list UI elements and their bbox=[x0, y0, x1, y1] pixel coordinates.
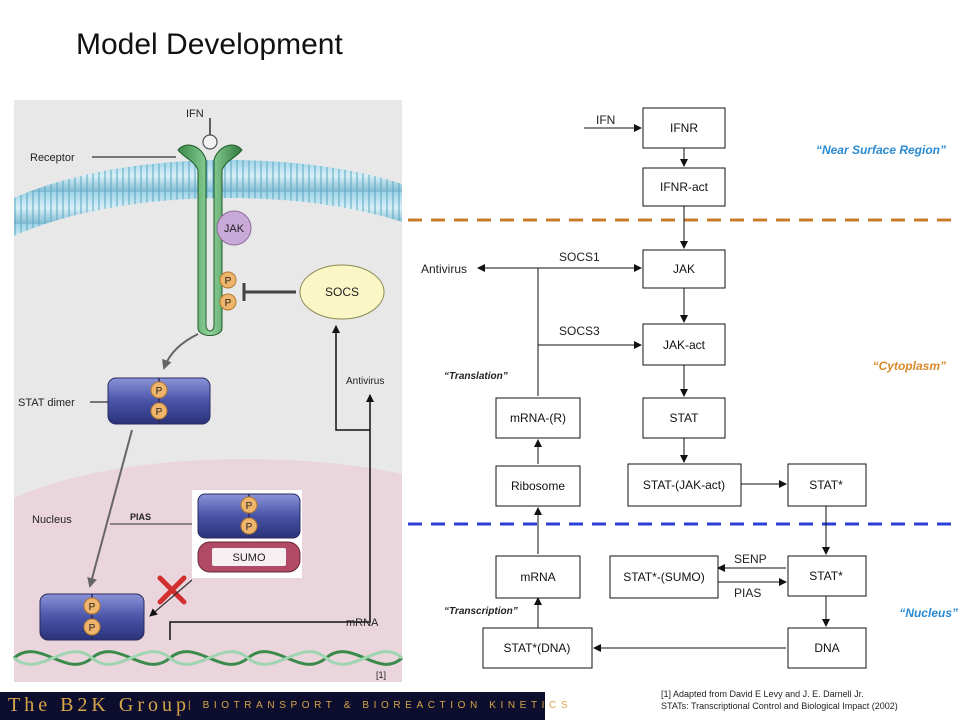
translation-label: “Translation” bbox=[444, 371, 508, 382]
p-label: P bbox=[246, 522, 253, 533]
footer-group-name: The B2K Group bbox=[8, 694, 190, 716]
bio-nucleus-label: Nucleus bbox=[32, 514, 72, 526]
flow-antivirus-label: Antivirus bbox=[421, 262, 467, 276]
activation-arrow bbox=[162, 333, 199, 370]
node-ifnr-label: IFNR bbox=[670, 121, 698, 135]
node-jak-label: JAK bbox=[673, 262, 695, 276]
sumo-block-arrow bbox=[149, 579, 193, 617]
bio-ifn-label: IFN bbox=[186, 108, 204, 120]
bio-receptor-label: Receptor bbox=[30, 152, 75, 164]
bio-jak-label: JAK bbox=[224, 223, 245, 235]
jak-circle bbox=[216, 210, 252, 246]
reference-line-2: STATs: Transcriptional Control and Biolo… bbox=[661, 701, 898, 711]
phosphate-icon bbox=[219, 293, 237, 311]
footer-subtitle: | BIOTRANSPORT & BIOREACTION KINETICS bbox=[188, 700, 573, 711]
node-stat-jak-act: STAT-(JAK-act) bbox=[627, 463, 742, 507]
node-jak-act-label: JAK-act bbox=[663, 338, 706, 352]
bio-sumo-label: SUMO bbox=[233, 552, 266, 564]
bio-stat-dimer-label: STAT dimer bbox=[18, 397, 75, 409]
node-stat-sumo-label: STAT*-(SUMO) bbox=[623, 570, 705, 584]
node-stat-star-cyto-label: STAT* bbox=[809, 478, 843, 492]
phosphate-icon bbox=[219, 271, 237, 289]
antivirus-to-socs-line bbox=[332, 325, 370, 431]
node-ifnr-act-label: IFNR-act bbox=[660, 180, 709, 194]
cytoplasm-label: “Cytoplasm” bbox=[873, 359, 946, 373]
node-jak: JAK bbox=[642, 249, 726, 289]
p-label: P bbox=[156, 407, 163, 418]
bio-illustration: IFN Receptor JAK P P SOCS P P STAT dimer… bbox=[13, 100, 404, 682]
phosphate-icon bbox=[240, 496, 258, 514]
node-mrna-r-label: mRNA-(R) bbox=[510, 411, 566, 425]
nucleus-label: “Nucleus” bbox=[899, 606, 958, 620]
bio-socs-label: SOCS bbox=[325, 285, 359, 299]
node-stat-star-nuc: STAT* bbox=[787, 555, 867, 597]
dna-strand bbox=[13, 650, 404, 666]
p-label: P bbox=[156, 386, 163, 397]
node-mrna-r: mRNA-(R) bbox=[495, 397, 581, 439]
node-mrna-label: mRNA bbox=[520, 570, 555, 584]
sumo-label-bg bbox=[212, 548, 286, 566]
transcription-label: “Transcription” bbox=[444, 606, 518, 617]
receptor-shape bbox=[177, 144, 243, 336]
near-surface-label: “Near Surface Region” bbox=[816, 143, 946, 157]
senp-label: SENP bbox=[734, 552, 767, 566]
node-stat-dna: STAT*(DNA) bbox=[482, 627, 593, 669]
footer-bar: The B2K Group | BIOTRANSPORT & BIOREACTI… bbox=[0, 692, 568, 720]
bio-pias-label: PIAS bbox=[130, 512, 151, 522]
socs-ellipse bbox=[299, 264, 385, 320]
translocation-arrow bbox=[87, 429, 133, 588]
node-ribosome: Ribosome bbox=[495, 465, 581, 507]
node-mrna: mRNA bbox=[495, 555, 581, 599]
phosphate-icon bbox=[240, 517, 258, 535]
phosphate-icon bbox=[83, 597, 101, 615]
p-label: P bbox=[89, 602, 96, 613]
node-ifnr: IFNR bbox=[642, 107, 726, 149]
node-dna: DNA bbox=[787, 627, 867, 669]
node-stat-dna-label: STAT*(DNA) bbox=[504, 641, 571, 655]
reference-line-1: [1] Adapted from David E Levy and J. E. … bbox=[661, 689, 864, 699]
node-ifnr-act: IFNR-act bbox=[642, 167, 726, 207]
bio-antivirus-label: Antivirus bbox=[346, 376, 384, 387]
block-x-icon bbox=[157, 575, 187, 605]
phosphate-icon bbox=[83, 618, 101, 636]
ifn-ligand bbox=[202, 134, 218, 150]
socs1-label: SOCS1 bbox=[559, 250, 600, 264]
page-title: Model Development bbox=[76, 28, 343, 61]
node-stat-label: STAT bbox=[670, 411, 700, 425]
node-dna-label: DNA bbox=[814, 641, 839, 655]
phosphate-icon bbox=[150, 381, 168, 399]
node-stat-sumo: STAT*-(SUMO) bbox=[609, 555, 719, 599]
socs3-label: SOCS3 bbox=[559, 324, 600, 338]
p-label: P bbox=[225, 298, 232, 309]
node-stat-star-nuc-label: STAT* bbox=[809, 569, 843, 583]
flow-ifn-label: IFN bbox=[596, 113, 615, 127]
mrna-to-antivirus-line bbox=[169, 394, 374, 640]
flow-pias-label: PIAS bbox=[734, 586, 761, 600]
p-label: P bbox=[246, 501, 253, 512]
node-stat-star-cyto: STAT* bbox=[787, 463, 867, 507]
node-jak-act: JAK-act bbox=[642, 323, 726, 366]
node-stat-jak-act-label: STAT-(JAK-act) bbox=[643, 478, 725, 492]
node-stat: STAT bbox=[642, 397, 726, 439]
bio-mrna-label: mRNA bbox=[346, 617, 379, 629]
cell-membrane bbox=[14, 160, 402, 236]
p-label: P bbox=[89, 623, 96, 634]
reference-note: [1] Adapted from David E Levy and J. E. … bbox=[661, 688, 898, 712]
bio-reference-mark: [1] bbox=[376, 670, 387, 680]
flow-diagram: “Near Surface Region” “Cytoplasm” “Nucle… bbox=[406, 100, 960, 670]
phosphate-icon bbox=[150, 402, 168, 420]
node-ribosome-label: Ribosome bbox=[511, 479, 565, 493]
p-label: P bbox=[225, 276, 232, 287]
